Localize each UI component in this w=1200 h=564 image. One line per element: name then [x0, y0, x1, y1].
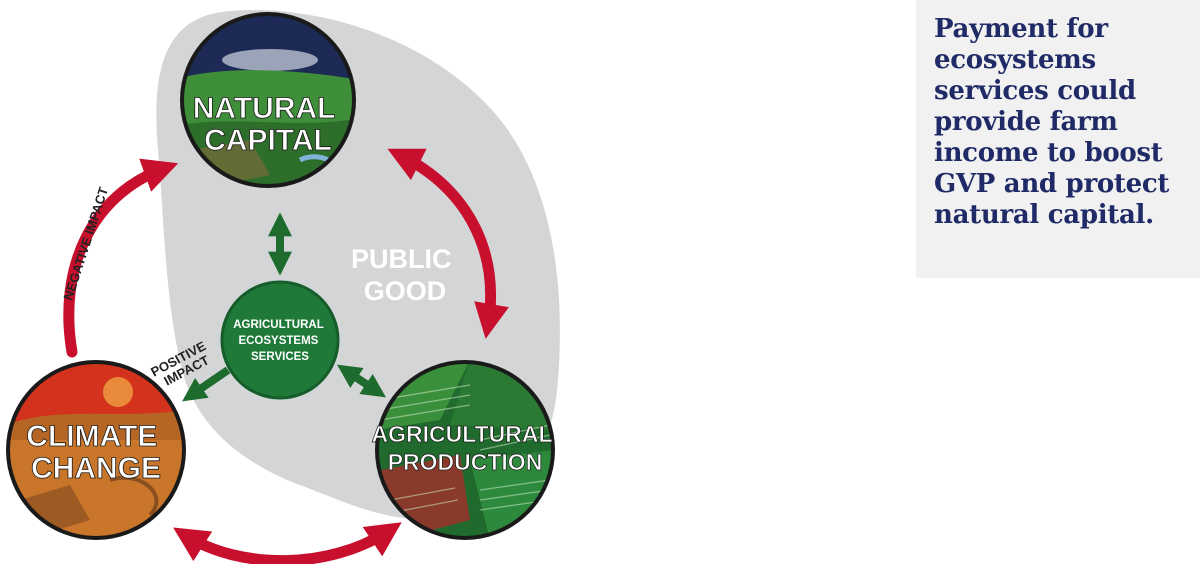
ecosystem-services-node: AGRICULTURAL ECOSYSTEMS SERVICES	[220, 280, 340, 400]
ecosystem-services-line-3: SERVICES	[251, 351, 309, 363]
climate-change-line-1: CLIMATE	[26, 420, 157, 453]
arrow-climate-to-natural	[63, 158, 179, 358]
agricultural-production-line-2: PRODUCTION	[388, 449, 543, 475]
svg-text:CLIMATE CHANGE: CLIMATE CHANGE	[26, 420, 165, 485]
negative-impact-label: NEGATIVE IMPACT	[60, 185, 111, 302]
public-good-line-2: GOOD	[364, 276, 447, 306]
agricultural-production-node: AGRICULTURAL PRODUCTION	[371, 360, 559, 540]
svg-text:AGRICULTURAL PRODUCTION: AGRICULTURAL PRODUCTION	[372, 421, 559, 475]
public-good-line-1: PUBLIC	[351, 244, 452, 274]
svg-text:AGRICULTURAL ECOSYSTEMS: AGRICULTURAL ECOSYSTEMS SERVICES	[233, 319, 327, 363]
ecosystem-services-line-2: ECOSYSTEMS	[238, 335, 318, 347]
svg-text:NATURAL CAPITAL: NATURAL CAPITAL	[193, 92, 344, 157]
callout-box: Payment for ecosystems services could pr…	[916, 0, 1200, 278]
diagram: PUBLIC GOOD NEGATIVE IMPACT POSITIVE IMP…	[6, 10, 560, 564]
callout-text: Payment for ecosystems services could pr…	[934, 14, 1170, 230]
natural-capital-line-2: CAPITAL	[204, 124, 332, 157]
arrow-natural-production	[387, 148, 509, 339]
arrow-ecosystems-climate	[182, 366, 231, 402]
ecosystem-services-line-1: AGRICULTURAL	[233, 319, 323, 331]
arrow-ecosystems-production	[337, 364, 386, 398]
agricultural-production-line-1: AGRICULTURAL	[372, 421, 553, 447]
arrow-climate-production	[173, 522, 402, 564]
climate-change-line-2: CHANGE	[31, 452, 161, 485]
natural-capital-line-1: NATURAL	[193, 92, 335, 125]
climate-change-node: CLIMATE CHANGE	[6, 360, 186, 540]
